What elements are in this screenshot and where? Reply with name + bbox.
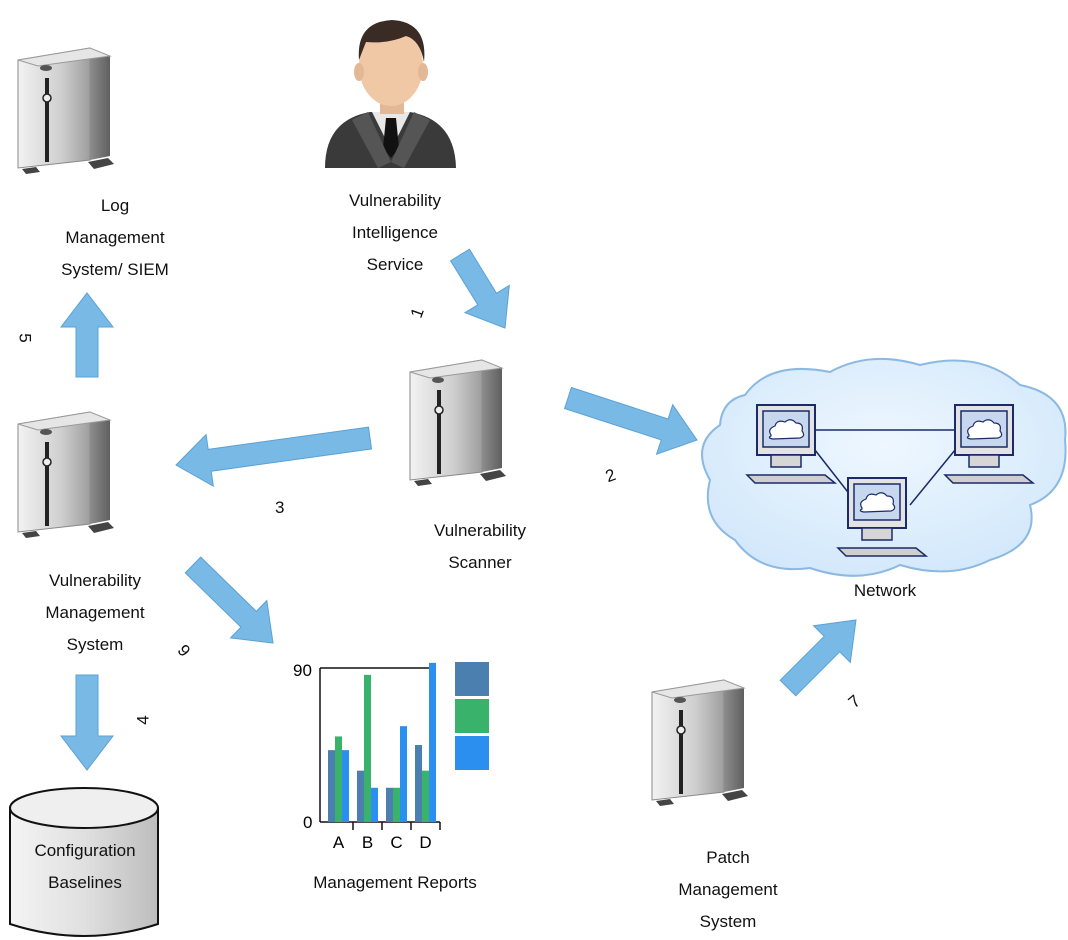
x-tick-label: D	[419, 833, 431, 852]
bar-D-series3	[429, 662, 436, 822]
bar-B-series2	[364, 674, 371, 822]
vms-label-line: Vulnerability	[49, 571, 141, 590]
bar-B-series3	[371, 787, 378, 822]
bar-A-series3	[342, 750, 349, 822]
bar-A-series1	[328, 750, 335, 822]
step-3-label: 3	[275, 498, 285, 517]
bar-C-series1	[386, 787, 393, 822]
arrow-vms-to-siem	[59, 292, 115, 378]
arrow-vms-to-reports	[184, 556, 274, 644]
y-tick-label: 0	[303, 813, 312, 832]
patch-label: Patch Management System	[653, 842, 803, 938]
network-cloud-icon	[701, 357, 1067, 577]
patch-label-line: Management	[678, 880, 778, 899]
scanner-server-icon	[409, 359, 507, 487]
scanner-label-line: Scanner	[448, 553, 512, 572]
baselines-label-line: Configuration	[34, 841, 136, 860]
patch-label-line: System	[699, 912, 757, 931]
siem-label-line: Management	[65, 228, 165, 247]
bar-B-series1	[357, 770, 364, 822]
x-tick-label: C	[390, 833, 402, 852]
person-icon	[325, 20, 456, 168]
bar-C-series3	[400, 726, 407, 822]
step-4-label: 4	[133, 715, 153, 725]
arrow-intelligence-to-scanner	[449, 248, 510, 329]
scanner-label: Vulnerability Scanner	[405, 515, 555, 579]
x-tick-label: B	[362, 833, 373, 852]
network-label-text: Network	[853, 581, 917, 600]
x-tick-label: A	[333, 833, 345, 852]
baselines-label-line: Baselines	[48, 873, 122, 892]
siem-label: Log Management System/ SIEM	[40, 190, 190, 286]
siem-label-line: System/ SIEM	[61, 260, 169, 279]
legend-swatch	[455, 699, 489, 733]
bar-A-series2	[335, 736, 342, 822]
intelligence-label-line: Service	[366, 255, 424, 274]
bar-C-series2	[393, 787, 400, 822]
siem-server-icon	[17, 47, 115, 175]
arrow-scanner-to-vms	[175, 426, 373, 488]
reports-label-text: Management Reports	[313, 873, 477, 892]
bar-D-series1	[415, 745, 422, 822]
arrow-vms-to-baselines	[59, 674, 115, 771]
vms-server-icon	[17, 411, 115, 539]
network-label: Network	[810, 575, 960, 607]
arrow-scanner-to-network	[563, 386, 698, 456]
intelligence-label-line: Intelligence	[351, 223, 438, 242]
siem-label-line: Log	[100, 196, 130, 215]
vms-label: Vulnerability Management System	[20, 565, 170, 661]
arrow-patch-to-network	[779, 619, 857, 697]
patch-label-line: Patch	[706, 848, 750, 867]
vms-label-line: System	[66, 635, 124, 654]
legend-swatch	[455, 736, 489, 770]
baselines-label: Configuration Baselines	[10, 835, 160, 899]
vms-label-line: Management	[45, 603, 145, 622]
y-tick-label: 90	[293, 661, 312, 680]
database-icon	[9, 787, 159, 937]
legend-swatch	[455, 662, 489, 696]
bar-D-series2	[422, 770, 429, 822]
reports-label: Management Reports	[280, 867, 510, 899]
scanner-label-line: Vulnerability	[434, 521, 526, 540]
intelligence-label: Vulnerability Intelligence Service	[320, 185, 470, 281]
patch-server-icon	[651, 679, 749, 807]
step-5-label: 5	[15, 333, 35, 343]
intelligence-label-line: Vulnerability	[349, 191, 441, 210]
